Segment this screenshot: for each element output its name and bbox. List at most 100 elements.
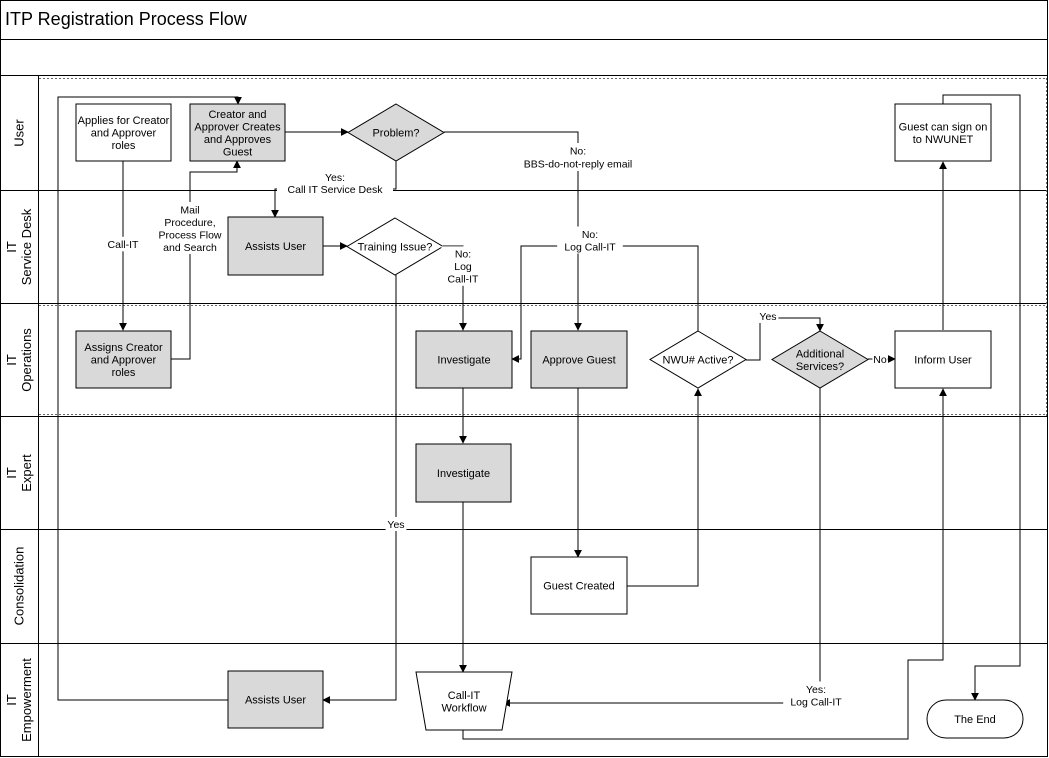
node-shape-process xyxy=(75,103,172,162)
edge-label-text: No xyxy=(873,354,887,366)
node-label: NWU# Active? xyxy=(663,355,734,367)
edge-label-yes-log-call-it: Yes:Log Call-IT xyxy=(783,681,849,709)
node-nwu-active: NWU# Active? xyxy=(649,330,747,389)
node-shape-terminator xyxy=(926,699,1024,739)
diagram-title: ITP Registration Process Flow xyxy=(5,9,248,29)
node-assists-user-emp: Assists User xyxy=(227,670,324,729)
lane-label-it-service-desk: ITService Desk xyxy=(4,208,34,285)
edge-label-no-bbs: No:BBS-do-not-reply email xyxy=(514,143,642,171)
node-shape-process xyxy=(894,103,992,162)
edge-label-text: Yes xyxy=(759,311,776,323)
edge-label-backing xyxy=(783,681,849,709)
edge-label-backing xyxy=(277,170,393,196)
edge-workflow-to-inform xyxy=(462,388,947,740)
node-assists-user-sd: Assists User xyxy=(227,216,324,276)
edge-additional-yes-to-workflow xyxy=(502,388,821,707)
edge-assists-emp-to-creator xyxy=(57,96,242,701)
node-label: Guest Created xyxy=(543,581,615,593)
node-label: Assists User xyxy=(245,695,306,707)
edge-label-backing xyxy=(757,309,779,323)
edge-label-text: No:BBS-do-not-reply email xyxy=(524,146,633,171)
node-inform-user: Inform User xyxy=(894,330,992,389)
node-label: The End xyxy=(954,714,996,726)
lane-label-user: User xyxy=(12,119,27,147)
lane-label-it-operations: ITOperations xyxy=(4,328,34,392)
node-label: Problem? xyxy=(372,128,419,140)
node-training-issue: Training Issue? xyxy=(346,217,444,276)
node-label: Assists User xyxy=(245,241,306,253)
edge-label-yes-training: Yes xyxy=(385,517,407,531)
edge-label-text: Yes xyxy=(387,519,404,531)
edge-guest-sign-on-to-end xyxy=(942,94,1021,701)
edge-label-text: Call-IT xyxy=(108,239,140,251)
edge-label-backing xyxy=(872,352,888,366)
edge-label-backing xyxy=(441,246,485,286)
edge-training-no-to-investigate xyxy=(443,245,467,331)
node-guest-created: Guest Created xyxy=(530,556,628,615)
edge-label-backing xyxy=(154,202,226,254)
lane-dotted-guides xyxy=(39,78,1047,416)
node-investigate-expert: Investigate xyxy=(415,443,512,503)
node-shape-process xyxy=(530,330,628,389)
lane-label-it-empowerment: ITEmpowerment xyxy=(4,658,34,742)
node-shape-process xyxy=(189,103,286,162)
node-label: Inform User xyxy=(914,355,972,367)
node-label: Investigate xyxy=(437,355,490,367)
node-shape-process xyxy=(415,330,513,389)
node-shape-trapezoid xyxy=(415,671,513,731)
node-label: Investigate xyxy=(437,468,490,480)
edge-label-backing xyxy=(557,226,623,254)
edge-label-text: Yes:Call IT Service Desk xyxy=(288,172,384,196)
node-the-end: The End xyxy=(926,699,1024,739)
edge-label-no-inform: No xyxy=(872,352,888,366)
node-shape-decision xyxy=(771,330,869,389)
edge-problem-no-to-approve xyxy=(444,131,582,331)
edge-label-backing xyxy=(514,143,642,171)
edge-label-yes-call-sd: Yes:Call IT Service Desk xyxy=(277,170,393,196)
node-problem: Problem? xyxy=(347,103,445,162)
node-approve-guest: Approve Guest xyxy=(530,330,628,389)
node-shape-process xyxy=(227,216,324,276)
node-shape-process xyxy=(415,443,512,503)
lane-label-it-expert: ITExpert xyxy=(4,454,34,492)
node-shape-decision xyxy=(649,330,747,389)
node-shape-process xyxy=(894,330,992,389)
node-label: Approve Guest xyxy=(542,355,615,367)
edge-label-text: Yes:Log Call-IT xyxy=(790,684,842,709)
edge-label-call-it: Call-IT xyxy=(101,236,145,252)
edge-label-backing xyxy=(385,517,407,531)
node-shape-process xyxy=(227,670,324,729)
edge-guest-created-to-nwu xyxy=(627,388,702,587)
edge-label-backing xyxy=(101,236,145,252)
edge-assigns-to-creator xyxy=(170,160,241,360)
node-investigate-ops: Investigate xyxy=(415,330,513,389)
edge-label-yes-additional: Yes xyxy=(757,309,779,323)
edge-label-no-log-call-it-nwu: No:Log Call-IT xyxy=(557,226,623,254)
edge-label-text: No:Log Call-IT xyxy=(564,229,616,254)
node-shape-process xyxy=(530,556,628,615)
lane-separators xyxy=(0,190,1048,644)
node-shape-process xyxy=(75,330,172,389)
node-label: Training Issue? xyxy=(358,242,433,254)
lane-labels: User ITService Desk ITOperations ITExper… xyxy=(4,119,34,742)
edge-training-yes-to-assists-emp xyxy=(322,275,397,704)
